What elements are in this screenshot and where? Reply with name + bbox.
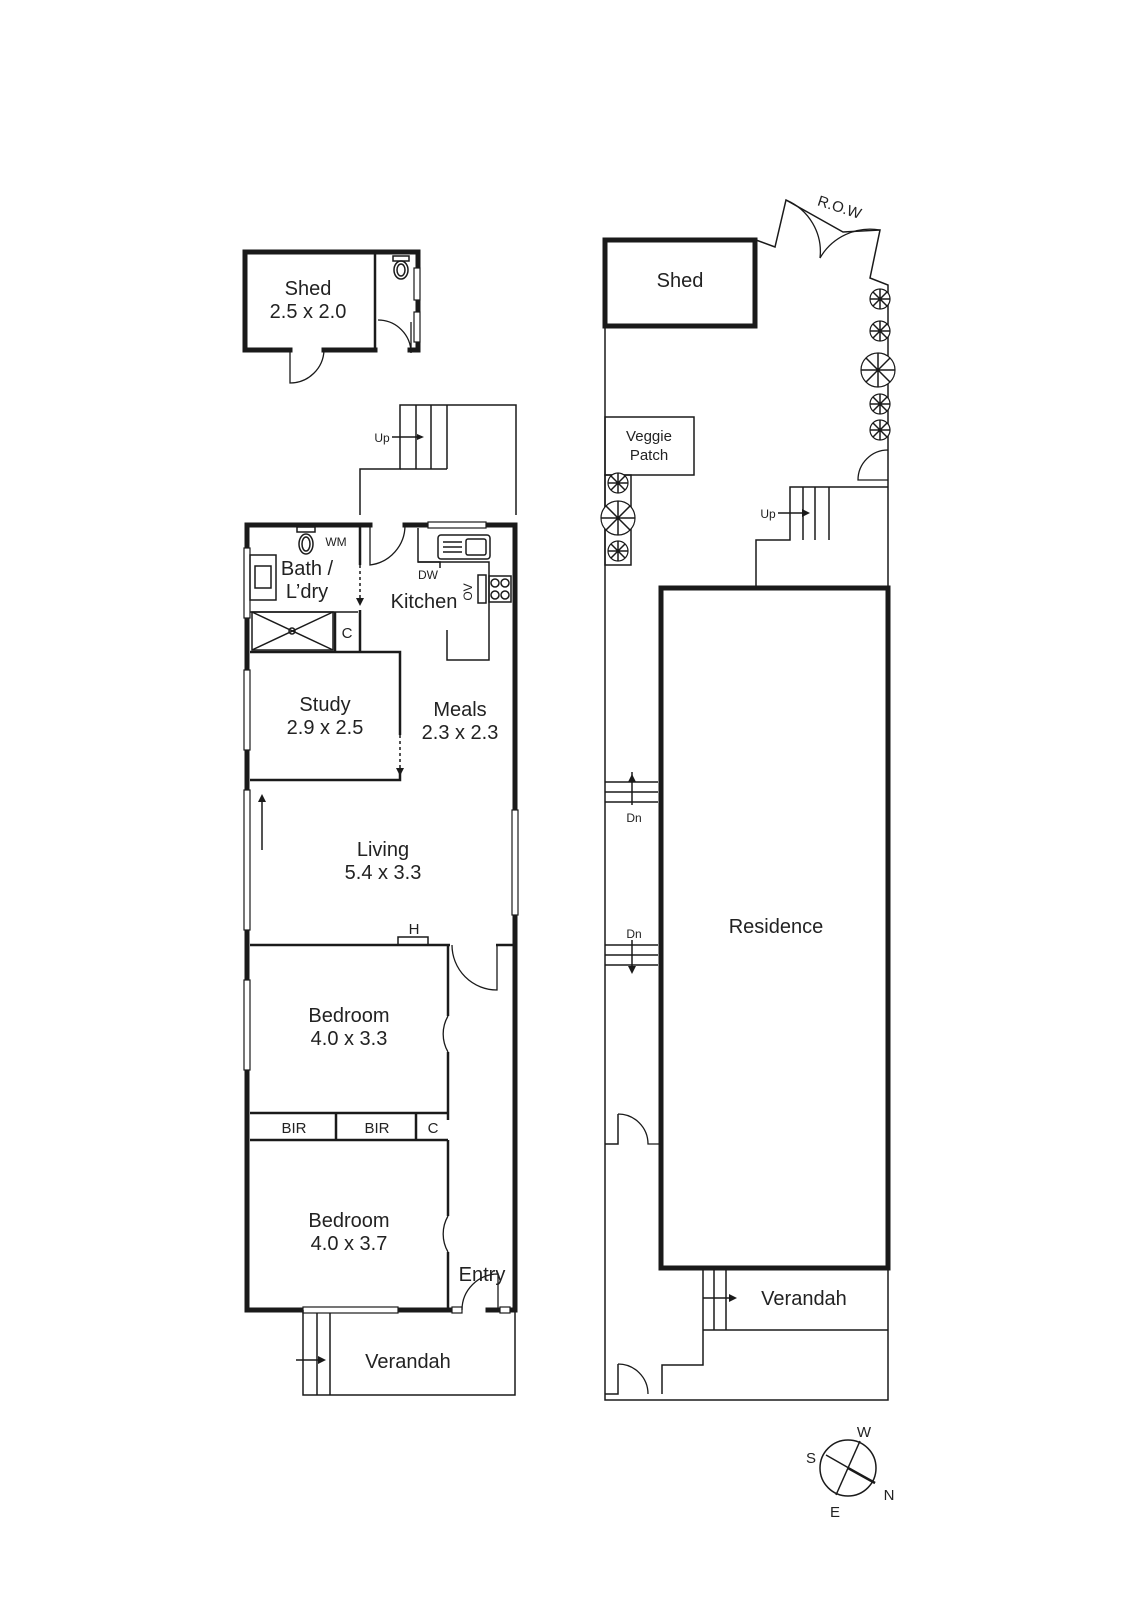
verandah-label: Verandah — [365, 1351, 451, 1373]
tree-icon — [860, 352, 896, 388]
house-walls — [243, 521, 519, 1314]
tree-icon — [607, 472, 629, 494]
compass-w: W — [857, 1424, 872, 1441]
compass-s: S — [806, 1450, 816, 1467]
patch-label: Patch — [630, 447, 668, 464]
tree-icon — [869, 288, 891, 310]
bir1-label: BIR — [281, 1120, 306, 1137]
study-label: Study — [299, 694, 350, 716]
rear-deck: Up — [359, 404, 517, 515]
stairs-up-label: Up — [374, 431, 390, 445]
dn1-label: Dn — [626, 811, 641, 825]
garden-trees — [600, 288, 896, 562]
tree-icon — [869, 320, 891, 342]
tree-icon — [607, 540, 629, 562]
meals-dims: 2.3 x 2.3 — [422, 722, 499, 744]
shed-label: Shed — [285, 278, 332, 300]
meals-label: Meals — [433, 699, 486, 721]
dw-label: DW — [418, 568, 439, 582]
compass-e: E — [830, 1504, 840, 1521]
small-shed: Shed 2.5 x 2.0 — [242, 249, 421, 384]
dn2-label: Dn — [626, 927, 641, 941]
bath-label-2: L’dry — [286, 581, 328, 603]
site-shed-label: Shed — [657, 270, 704, 292]
entry-label: Entry — [459, 1264, 506, 1286]
shed-dims: 2.5 x 2.0 — [270, 301, 347, 323]
bir2-label: BIR — [364, 1120, 389, 1137]
living-label: Living — [357, 839, 409, 861]
tree-icon — [869, 393, 891, 415]
bath-label: Bath / — [281, 558, 334, 580]
interior-walls — [249, 524, 516, 1396]
compass-icon: W S N E — [806, 1424, 894, 1521]
floor-plan-labels: WM Bath / L’dry DW OV Kitchen C Study 2.… — [281, 535, 505, 1373]
wm-label: WM — [325, 535, 346, 549]
closet-c2-label: C — [428, 1120, 439, 1137]
site-boundary — [602, 198, 891, 1401]
closet-c1-label: C — [342, 625, 353, 642]
heater-label: H — [409, 921, 420, 938]
tree-icon — [869, 419, 891, 441]
veggie-label: Veggie — [626, 428, 672, 445]
site-up-label: Up — [760, 507, 776, 521]
bedroom1-label: Bedroom — [308, 1005, 389, 1027]
kitchen-label: Kitchen — [391, 591, 458, 613]
bedroom2-label: Bedroom — [308, 1210, 389, 1232]
compass-n: N — [884, 1487, 895, 1504]
bedroom1-dims: 4.0 x 3.3 — [311, 1028, 388, 1050]
study-dims: 2.9 x 2.5 — [287, 717, 364, 739]
site-verandah-label: Verandah — [761, 1288, 847, 1310]
bedroom2-dims: 4.0 x 3.7 — [311, 1233, 388, 1255]
tree-icon — [600, 500, 636, 536]
residence-label: Residence — [729, 916, 824, 938]
row-label: R.O.W — [815, 193, 864, 223]
ov-label: OV — [461, 583, 475, 600]
living-dims: 5.4 x 3.3 — [345, 862, 422, 884]
